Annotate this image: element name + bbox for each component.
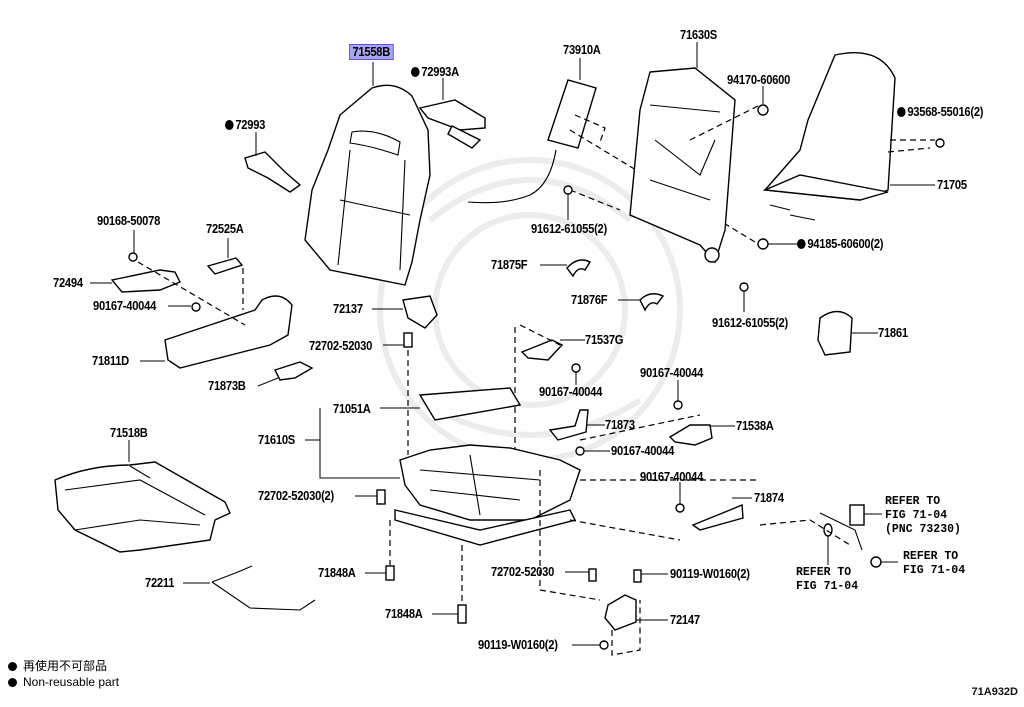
part-number: 72993: [235, 117, 266, 132]
part-label-72993a[interactable]: 72993A: [411, 65, 459, 79]
part-label-90119-w0160-lower[interactable]: 90119-W0160(2): [478, 637, 558, 652]
reference-note-pnc-73230[interactable]: REFER TO FIG 71-04 (PNC 73230): [885, 495, 961, 536]
cover-72137-drawing: [402, 295, 438, 329]
part-label-72702-52030-upper[interactable]: 72702-52030: [309, 338, 373, 353]
part-label-72137[interactable]: 72137: [333, 301, 363, 316]
part-label-72494[interactable]: 72494: [53, 275, 83, 290]
legend-item: 再使用不可部品: [8, 658, 119, 674]
bracket-72147-drawing: [604, 594, 637, 631]
nut-94185-drawing: [757, 238, 769, 250]
bracket-71873-drawing: [548, 409, 589, 441]
part-label-90167-40044-lower-right[interactable]: 90167-40044: [640, 469, 704, 484]
reference-note-fig-71-04-right[interactable]: REFER TO FIG 71-04: [903, 550, 966, 577]
part-label-90167-40044-upper-right[interactable]: 90167-40044: [640, 365, 704, 380]
bolt-91612-lower-drawing: [739, 282, 749, 292]
reference-note-fig-71-04-left[interactable]: REFER TO FIG 71-04: [796, 566, 859, 593]
part-label-71874[interactable]: 71874: [754, 490, 784, 505]
clip-71875f-drawing: [566, 259, 592, 278]
side-shield-drawing: [90, 230, 314, 387]
legend-item: Non-reusable part: [8, 674, 119, 690]
part-label-71518b[interactable]: 71518B: [110, 425, 148, 440]
part-label-90167-40044-left[interactable]: 90167-40044: [93, 298, 157, 313]
part-label-72525a[interactable]: 72525A: [206, 221, 244, 236]
non-reusable-icon: [411, 67, 420, 77]
part-label-71705[interactable]: 71705: [937, 177, 967, 192]
part-label-71873b[interactable]: 71873B: [208, 378, 246, 393]
part-label-72147[interactable]: 72147: [670, 612, 700, 627]
pin-71848a-upper-drawing: [385, 565, 395, 581]
part-label-94185-60600[interactable]: 94185-60600(2): [797, 236, 884, 251]
bolt-91612-upper-drawing: [563, 185, 573, 195]
seatback-cover-drawing[interactable]: [304, 84, 431, 286]
bracket-71537g-drawing: [520, 339, 564, 361]
filled-circle-icon: [8, 677, 17, 687]
part-number: 72993A: [421, 64, 459, 79]
part-label-71861[interactable]: 71861: [878, 325, 908, 340]
part-label-71848a-upper[interactable]: 71848A: [318, 565, 356, 580]
filled-circle-icon: [8, 661, 17, 671]
legend: 再使用不可部品 Non-reusable part: [8, 658, 119, 690]
part-label-71811d[interactable]: 71811D: [92, 353, 130, 368]
part-label-94170-60600[interactable]: 94170-60600: [727, 72, 791, 87]
legend-text-english: Non-reusable part: [23, 675, 120, 689]
clip-71876f-drawing: [639, 293, 665, 312]
part-label-72702-52030-lower[interactable]: 72702-52030(2): [258, 488, 334, 503]
seatback-board-drawing: [762, 51, 945, 221]
wire-72211-drawing: [211, 565, 316, 611]
part-label-90119-w0160-upper[interactable]: 90119-W0160(2): [670, 566, 750, 581]
nut-94170-drawing: [757, 104, 769, 116]
cushion-cover-drawing[interactable]: [54, 461, 231, 553]
part-label-72211[interactable]: 72211: [145, 575, 175, 590]
part-label-72993[interactable]: 72993: [225, 118, 265, 132]
part-label-71876f[interactable]: 71876F: [571, 292, 608, 307]
headrest-cover-71861-drawing: [817, 310, 853, 356]
bolt-72702-lower-drawing: [376, 489, 386, 505]
part-label-71875f[interactable]: 71875F: [491, 257, 528, 272]
part-label-90167-40044-center[interactable]: 90167-40044: [611, 443, 675, 458]
bracket-71874-drawing: [691, 503, 744, 531]
part-label-93568-55016[interactable]: 93568-55016(2): [897, 104, 984, 119]
non-reusable-icon: [225, 120, 234, 130]
non-reusable-icon: [897, 107, 906, 117]
part-label-71051a[interactable]: 71051A: [333, 401, 371, 416]
bracket-71538a-drawing: [668, 424, 713, 446]
part-label-71610s[interactable]: 71610S: [258, 432, 296, 447]
part-label-71873[interactable]: 71873: [605, 417, 635, 432]
figure-id: 71A932D: [971, 686, 1018, 698]
pin-71848a-lower-drawing: [457, 604, 467, 624]
clip-72993a-drawing: [418, 99, 486, 149]
bolt-72702-upper-drawing: [403, 332, 413, 348]
seatback-frame-drawing: [569, 42, 761, 264]
seatbelt-buckle-drawing: [759, 504, 898, 568]
part-label-72702-52030-rear[interactable]: 72702-52030: [491, 564, 555, 579]
part-label-90167-40044-mid[interactable]: 90167-40044: [539, 384, 603, 399]
part-label-91612-61055-upper[interactable]: 91612-61055(2): [531, 221, 607, 236]
part-label-91612-61055-lower[interactable]: 91612-61055(2): [712, 315, 788, 330]
bolt-90119-lower-drawing: [599, 640, 609, 650]
part-number: 93568-55016(2): [907, 104, 984, 119]
legend-text-japanese: 再使用不可部品: [23, 659, 108, 673]
seat-track-frame-drawing: [305, 387, 760, 605]
part-number: 94185-60600(2): [807, 236, 884, 251]
part-label-71537g[interactable]: 71537G: [585, 332, 624, 347]
part-label-71848a-lower[interactable]: 71848A: [385, 606, 423, 621]
part-label-71630s[interactable]: 71630S: [680, 27, 718, 42]
bolt-72702-rear-drawing: [588, 568, 597, 582]
part-label-90168-50078[interactable]: 90168-50078: [97, 213, 161, 228]
clip-72993-drawing: [244, 151, 302, 193]
part-label-73910a[interactable]: 73910A: [563, 42, 601, 57]
part-label-71558b[interactable]: 71558B: [349, 44, 394, 60]
part-label-71538a[interactable]: 71538A: [736, 418, 774, 433]
bolt-90119-upper-drawing: [633, 569, 642, 583]
non-reusable-icon: [797, 239, 806, 249]
